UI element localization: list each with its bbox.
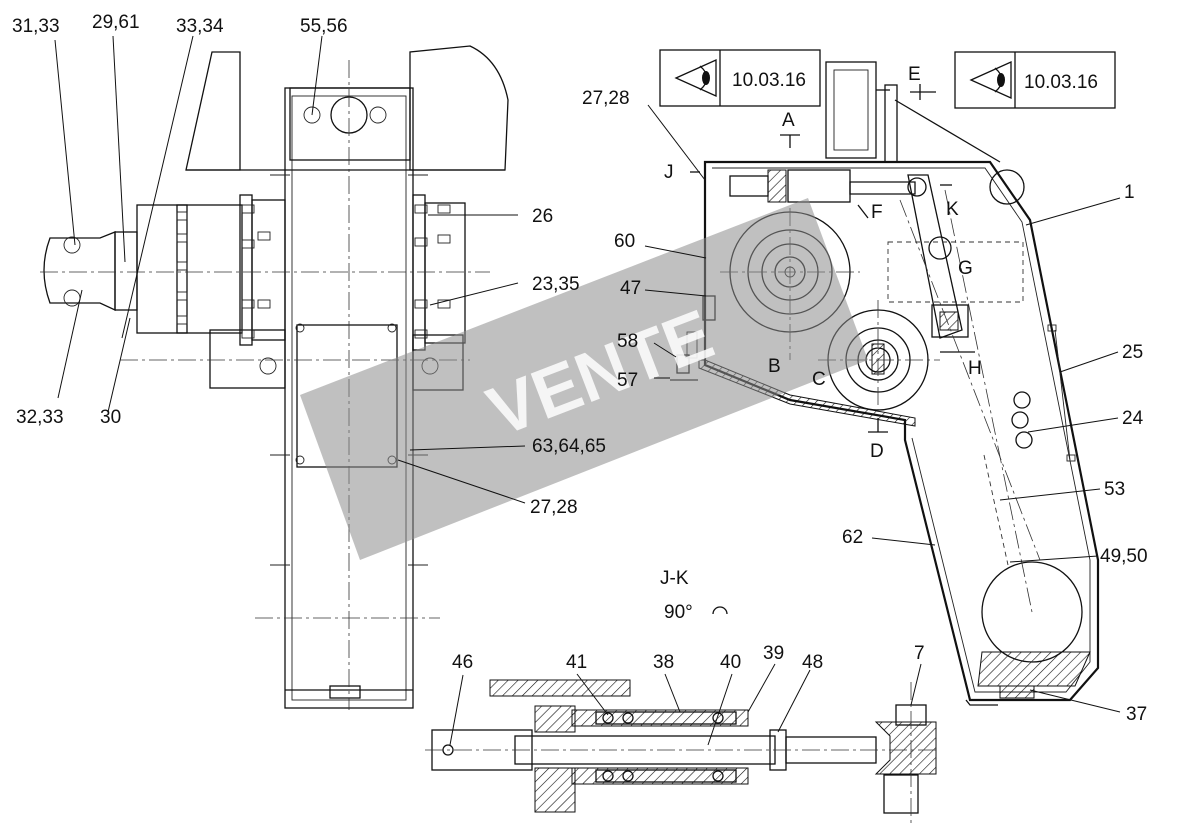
section-title: J-K [660,568,689,589]
view-letter-e: E [908,64,921,85]
label-60: 60 [614,231,635,252]
label-49-50: 49,50 [1100,546,1148,567]
label-57: 57 [617,370,638,391]
label-48: 48 [802,652,823,673]
label-40: 40 [720,652,741,673]
label-32-33: 32,33 [16,407,64,428]
label-41: 41 [566,652,587,673]
view-letters: A B C D E F G H J K [664,64,982,462]
view-letter-g: G [958,258,973,279]
view-letter-f: F [871,202,883,223]
label-62: 62 [842,527,863,548]
view-letter-c: C [812,369,826,390]
label-27-28-left: 27,28 [530,497,578,518]
label-25: 25 [1122,342,1143,363]
label-29-61: 29,61 [92,12,140,33]
view-ref-box-left: 10.03.16 [659,49,821,107]
label-38: 38 [653,652,674,673]
view-ref-left: 10.03.16 [732,70,806,91]
label-33-34: 33,34 [176,16,224,37]
section-note: J-K 90° [660,568,728,623]
section-jk [425,679,940,825]
label-47: 47 [620,278,641,299]
view-ref-box-right: 10.03.16 [954,51,1116,109]
label-63-64-65: 63,64,65 [532,436,606,457]
label-39: 39 [763,643,784,664]
label-46: 46 [452,652,473,673]
view-ref-right: 10.03.16 [1024,72,1098,93]
view-letter-j: J [664,162,674,183]
label-1: 1 [1124,182,1135,203]
label-24: 24 [1122,408,1144,429]
label-26: 26 [532,206,553,227]
label-58: 58 [617,331,638,352]
label-27-28-right: 27,28 [582,88,630,109]
label-53: 53 [1104,479,1125,500]
eye-icon [674,58,717,98]
view-letter-k: K [946,199,959,220]
label-55-56: 55,56 [300,16,348,37]
section-rotation: 90° [664,602,693,623]
view-letter-b: B [768,356,781,377]
eye-icon [969,60,1012,100]
label-30: 30 [100,407,121,428]
rotation-arrow-icon [712,606,728,615]
part-labels: 31,33 29,61 33,34 55,56 26 23,35 32,33 3… [12,12,1148,725]
view-letter-a: A [782,110,795,131]
label-31-33: 31,33 [12,16,60,37]
view-letter-d: D [870,441,884,462]
label-7: 7 [914,643,925,664]
leader-lines [54,35,1121,746]
label-37: 37 [1126,704,1147,725]
view-letter-h: H [968,358,982,379]
label-23-35: 23,35 [532,274,580,295]
